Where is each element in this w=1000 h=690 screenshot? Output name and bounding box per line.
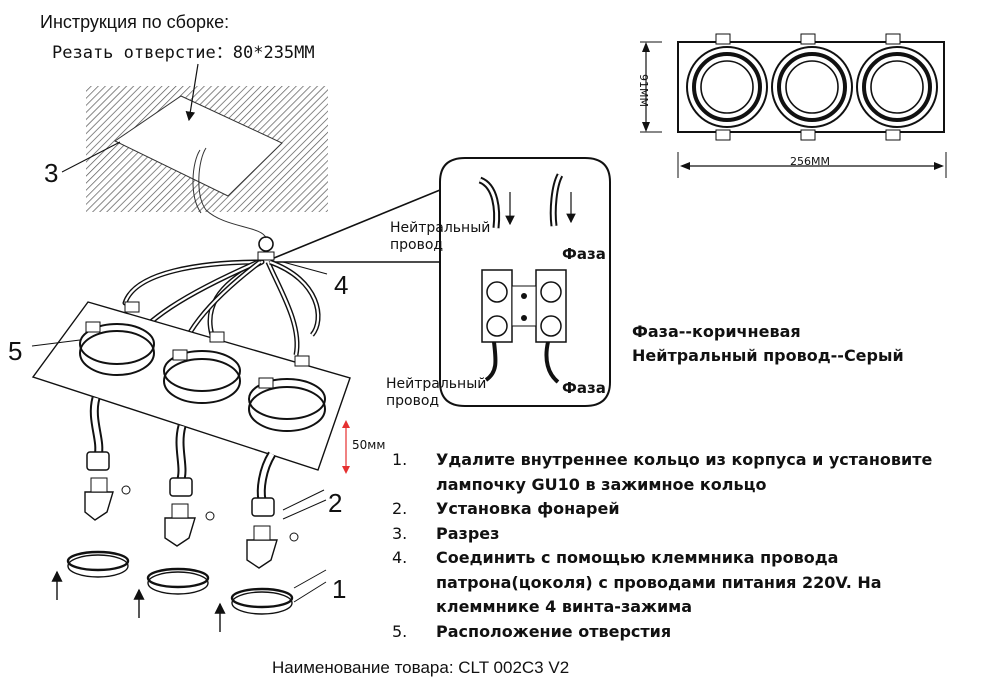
ceiling-cut-illustration (61, 63, 328, 239)
product-name: Наименование товара: CLT 002C3 V2 (272, 658, 570, 677)
step-number: 4. (392, 548, 408, 567)
trim-rings (51, 550, 327, 632)
legend-neutral: Нейтральный провод--Серый (632, 346, 904, 365)
step-number: 3. (392, 523, 408, 543)
step-text: Соединить с помощью клеммника провода па… (436, 548, 882, 616)
step-item: 2. Установка фонарей (392, 497, 982, 522)
phase-label-bottom: Фаза (562, 379, 606, 397)
width-label: 256MM (790, 155, 830, 168)
step-item: 3. Разрез (392, 522, 982, 547)
step-text: Расположение отверстия (436, 621, 672, 641)
dimension-drawing (640, 33, 947, 178)
step-text: Установка фонарей (436, 499, 620, 518)
step-number: 2. (392, 499, 408, 518)
assembly-steps: 1. Удалите внутреннее кольцо из корпуса и… (392, 448, 982, 644)
step-text: Разрез (436, 523, 500, 543)
neutral-label-bottom: Нейтральный провод (386, 376, 487, 409)
step-number: 1. (392, 450, 408, 469)
assembly-title: Инструкция по сборке: (40, 12, 230, 32)
callout-3: 3 (44, 158, 59, 188)
fixture-housing (31, 301, 351, 471)
step-item: 1. Удалите внутреннее кольцо из корпуса и… (392, 448, 982, 497)
callout-5: 5 (8, 336, 23, 366)
callout-1: 1 (332, 574, 347, 604)
callout-2: 2 (328, 488, 343, 518)
depth-label: 50мм (352, 438, 386, 452)
callout-4: 4 (334, 270, 349, 300)
step-number: 5. (392, 621, 408, 641)
wiring-detail (439, 157, 611, 407)
phase-label-top: Фаза (562, 245, 606, 263)
step-text: Удалите внутреннее кольцо из корпуса и у… (436, 450, 933, 494)
step-item: 5. Расположение отверстия (392, 620, 982, 645)
step-item: 4. Соединить с помощью клеммника провода … (392, 546, 982, 620)
depth-dimension (342, 420, 350, 474)
legend-phase: Фаза--коричневая (632, 322, 801, 341)
lamp-holders (84, 396, 327, 569)
neutral-label-top: Нейтральный провод (390, 220, 491, 253)
height-label: 91MM (637, 74, 650, 107)
cut-hole-size: Резать отверстие：80*235MM (52, 43, 315, 63)
